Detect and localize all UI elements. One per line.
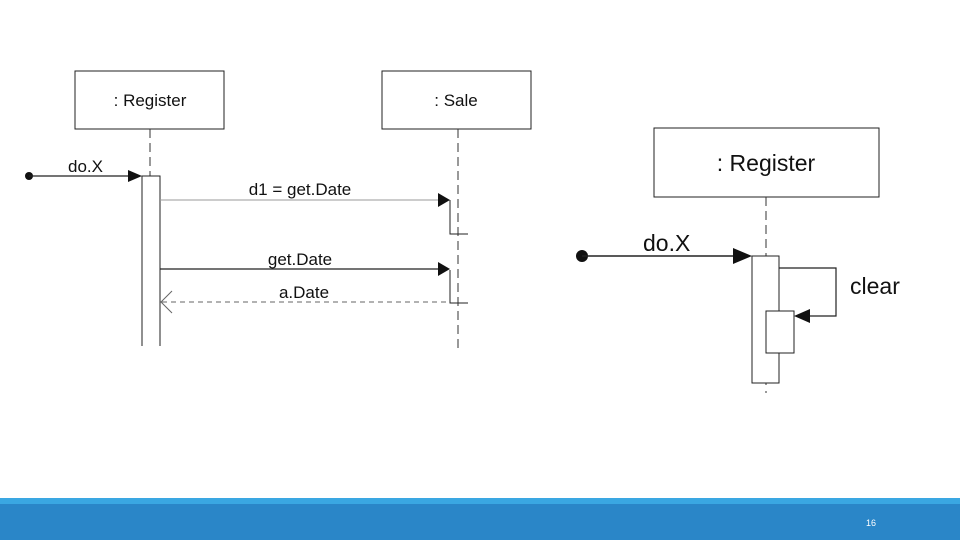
msg-getdate-arrowhead [438,262,450,276]
self-message-arrowhead [794,309,810,323]
msg-getdate-label: get.Date [268,250,332,269]
sale-activation-2 [449,270,468,304]
register-object-label-right: : Register [717,150,816,176]
msg-d1-arrowhead [438,193,450,207]
dox-message-label: do.X [68,157,103,176]
sale-object-box[interactable] [381,70,532,130]
footer-band: 16 [0,498,960,540]
return-adate-arrowhead [160,290,173,314]
register-activation-bar [141,175,161,346]
right-sequence-diagram: : Register do.X clear [576,127,900,398]
dox-message-label-right: do.X [643,230,690,256]
footer-accent-stripe [0,498,960,504]
nested-activation-bar [765,310,795,354]
dox-message-arrowhead [128,170,142,182]
self-message-label: clear [850,273,900,299]
self-message-line [779,267,837,317]
left-sequence-diagram: : Register : Sale do.X d1 = get.Date get… [25,70,532,348]
sale-object-label: : Sale [434,91,477,110]
return-adate-label: a.Date [279,283,329,302]
sale-activation-1 [449,200,468,235]
sequence-diagrams: : Register : Sale do.X d1 = get.Date get… [25,70,900,398]
register-object-box-right[interactable] [653,127,880,198]
dox-message-arrowhead-right [733,248,752,264]
page-number: 16 [865,518,876,528]
msg-d1-label: d1 = get.Date [249,180,352,199]
register-object-box[interactable] [74,70,225,130]
register-object-label: : Register [114,91,187,110]
